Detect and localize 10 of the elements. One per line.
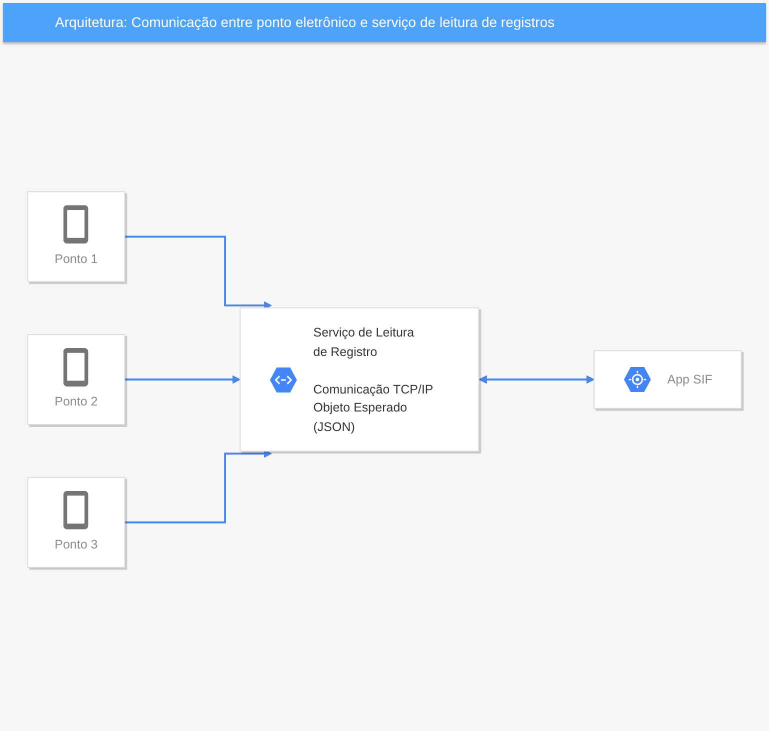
app-box: App SIF (594, 350, 742, 410)
arrow (124, 450, 272, 524)
device-box: Ponto 2 (27, 334, 126, 426)
title: Arquitetura: Comunicação entre ponto eletrônico e serviço de leitura de registros (3, 3, 766, 42)
device-box: Ponto 1 (27, 192, 126, 283)
arrow (124, 376, 241, 384)
device-box: Ponto 3 (27, 477, 126, 568)
service-box: Serviço de Leitura de Registro Comunicação TCP/IP Objeto Esperado (JSON) (240, 308, 480, 452)
arrow (124, 236, 272, 310)
double-arrow (478, 376, 595, 384)
